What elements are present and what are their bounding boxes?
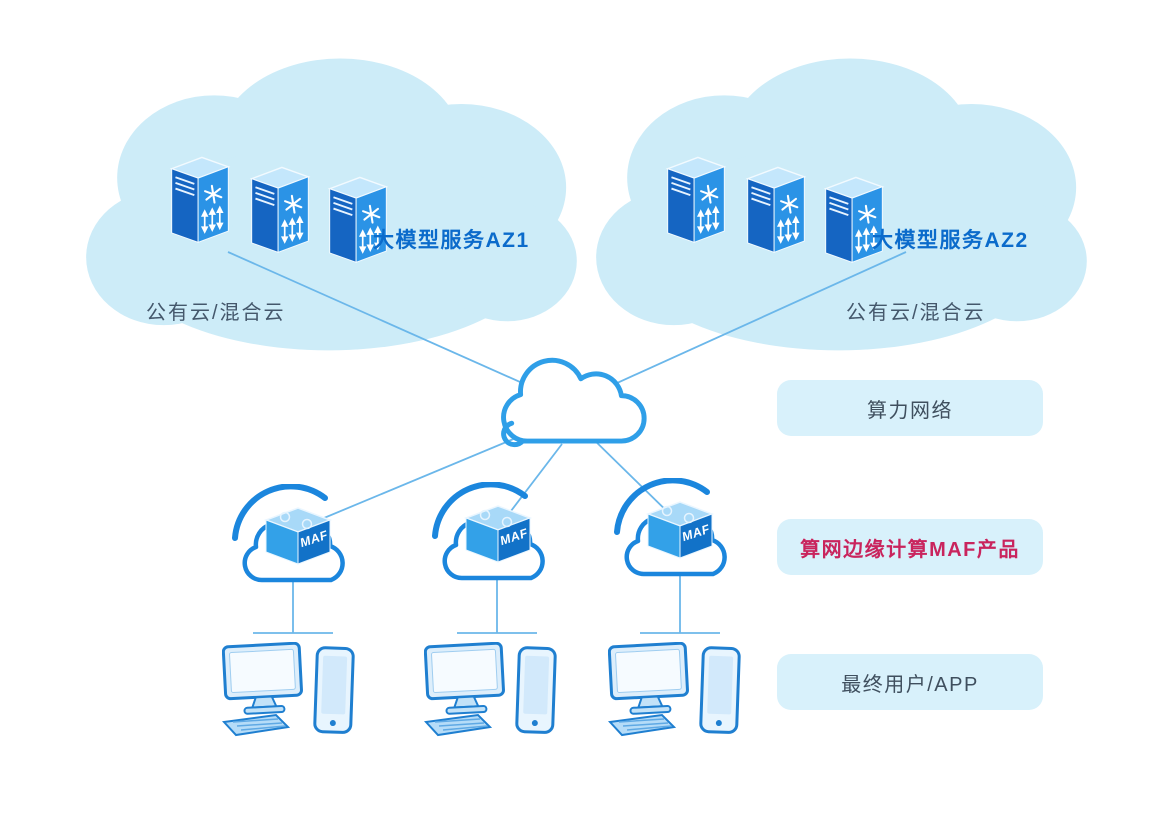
network-cloud-icon [487, 350, 655, 457]
maf-edge-node: MAF [610, 478, 750, 580]
maf-edge-node: MAF [228, 484, 368, 586]
maf-edge-cloud-box-icon [228, 484, 368, 586]
label-text: 算力网络 [867, 399, 953, 422]
server-icon [736, 158, 816, 258]
server-icon [240, 158, 320, 258]
maf-edge-cloud-box-icon [428, 482, 568, 584]
az1-cloud-type-label: 公有云/混合云 [146, 302, 286, 324]
link-network-to-maf1 [299, 429, 536, 529]
link-az2-to-network [583, 251, 907, 399]
label-text: 最终用户/APP [841, 673, 979, 696]
end-user-devices-icon [222, 642, 356, 738]
link-az1-to-network [227, 251, 557, 399]
az1-service-title: 大模型服务AZ1 [373, 229, 530, 252]
server-icon [656, 148, 736, 248]
end-user-devices-icon [608, 642, 742, 738]
label-compute-network: 算力网络 [777, 380, 1043, 436]
label-end-users: 最终用户/APP [777, 654, 1043, 710]
maf-edge-node: MAF [428, 482, 568, 584]
label-maf-product: 算网边缘计算MAF产品 [777, 519, 1043, 575]
az2-service-title: 大模型服务AZ2 [872, 229, 1029, 252]
az2-cloud-type-label: 公有云/混合云 [846, 302, 986, 324]
label-text: 算网边缘计算MAF产品 [800, 538, 1020, 561]
maf-edge-cloud-box-icon [610, 478, 750, 580]
server-icon [160, 148, 240, 248]
end-user-devices-icon [424, 642, 558, 738]
